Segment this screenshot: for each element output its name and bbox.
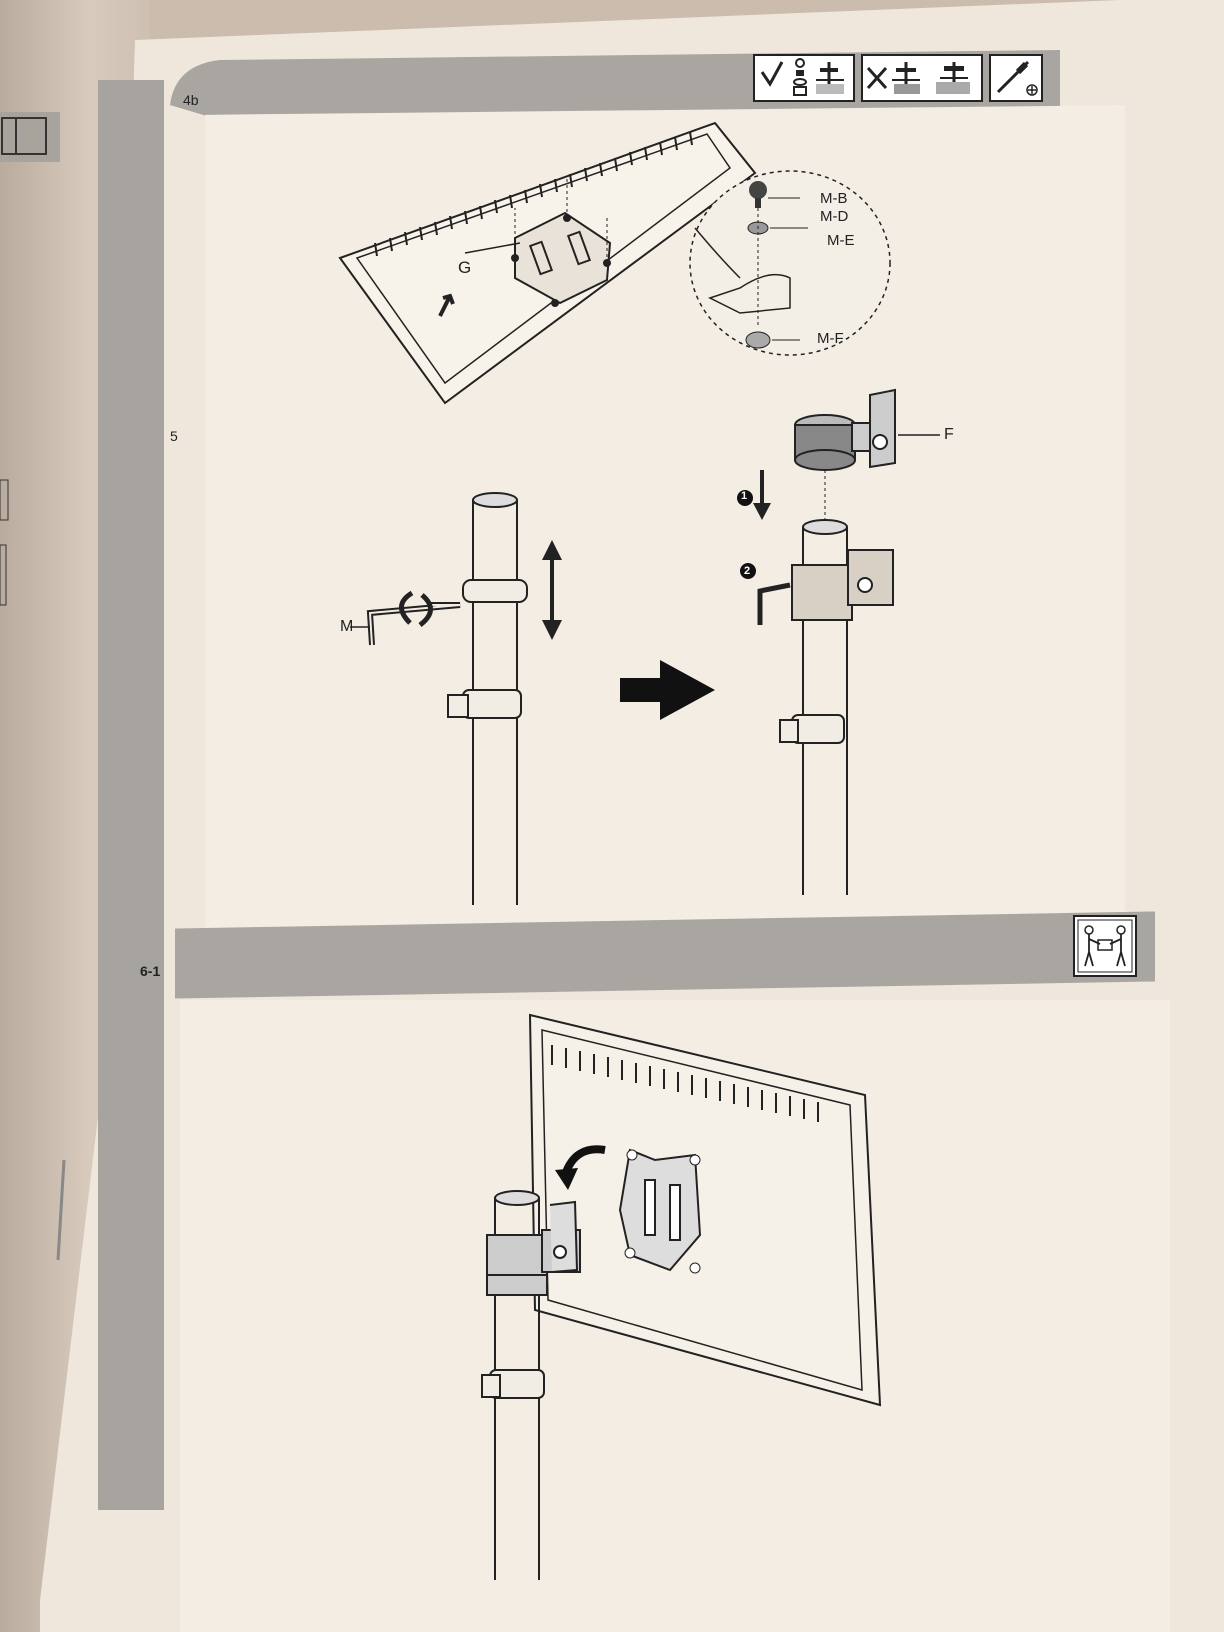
callout-m-b: M-B — [820, 190, 848, 207]
check-mark-icon — [760, 61, 784, 87]
screwdriver-phillips-icon — [996, 60, 1038, 96]
vent-slots — [374, 131, 693, 257]
callout-m: M — [340, 618, 354, 635]
next-step-arrow-icon — [620, 660, 715, 720]
rotate-arrow-icon — [555, 1145, 606, 1190]
left-page-marks — [0, 112, 114, 1261]
cross-mark-icon — [866, 66, 888, 90]
head-f-part — [794, 388, 940, 471]
pole-head-assembly-illustration — [737, 388, 940, 895]
screw-into-surface-icon — [816, 62, 844, 94]
screw-detail-zoom — [689, 170, 891, 356]
tools-icon-bar — [745, 54, 1050, 116]
step-marker-2: 2 — [744, 565, 751, 577]
pole-height-adjust-illustration — [350, 492, 562, 905]
step-marker-1: 1 — [741, 490, 748, 502]
screw-washer-spacer-icon — [793, 58, 807, 96]
callout-f: F — [944, 426, 954, 443]
callout-m-e: M-E — [827, 232, 855, 249]
step-5-label: 5 — [170, 428, 178, 444]
callout-m-d: M-D — [820, 208, 849, 225]
monitor-back-plate-illustration — [338, 121, 757, 405]
pole-with-head-illustration — [481, 1190, 581, 1580]
step-6-1-label: 6-1 — [140, 963, 161, 979]
screw-wrong-2-icon — [936, 62, 970, 94]
callout-m-f: M-F — [817, 330, 844, 347]
up-down-arrow-icon — [542, 540, 562, 640]
step-4b-label: 4b — [183, 92, 199, 108]
two-person-lift-icon — [1073, 915, 1137, 977]
monitor-attach-illustration — [528, 1013, 882, 1407]
callout-g: G — [458, 258, 472, 277]
step-side-bar — [98, 80, 164, 1510]
screw-wrong-icon — [892, 62, 920, 94]
